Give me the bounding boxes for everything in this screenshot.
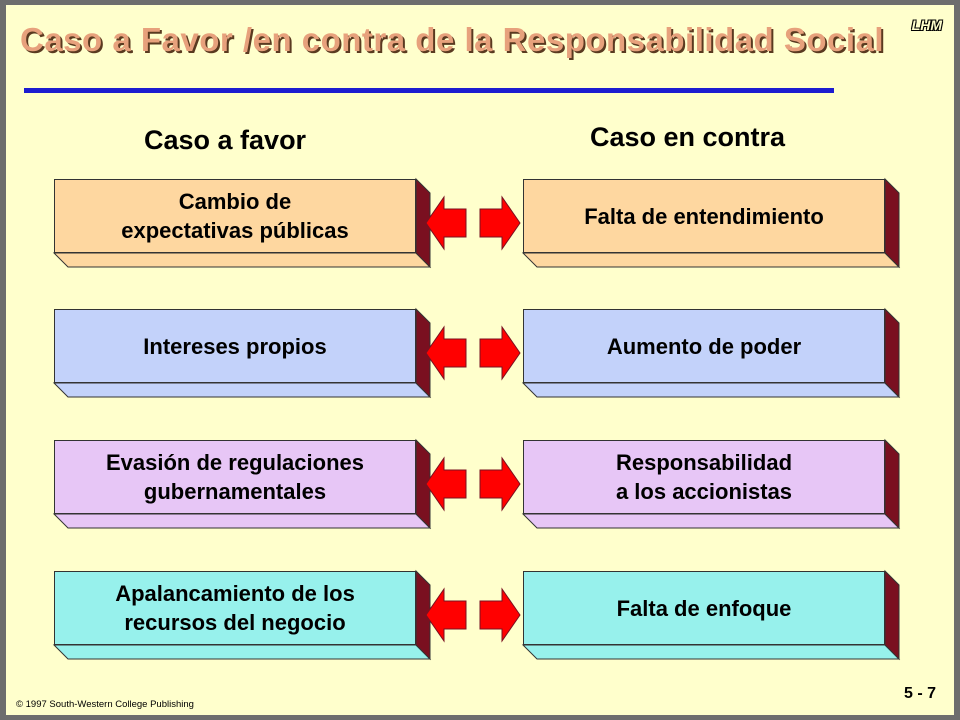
contra-box-3: Responsabilidad a los accionistas <box>521 438 901 530</box>
favor-box-1-side-right <box>415 177 431 269</box>
contra-box-4-side-right <box>884 569 900 661</box>
column-heading-contra: Caso en contra <box>590 122 786 152</box>
arrow-left-icon-1 <box>425 195 467 251</box>
favor-box-1-label: Cambio de expectativas públicas <box>54 179 416 253</box>
contra-box-1-side-bottom <box>521 252 901 268</box>
slide: Caso a Favor /en contra de la Responsabi… <box>6 5 954 715</box>
favor-box-4-side-bottom <box>52 644 432 660</box>
favor-box-3: Evasión de regulaciones gubernamentales <box>52 438 432 530</box>
favor-box-3-side-bottom <box>52 513 432 529</box>
favor-box-2-side-right <box>415 307 431 399</box>
favor-box-4-depth <box>52 569 432 661</box>
favor-box-2-side-bottom <box>52 382 432 398</box>
favor-box-2-depth <box>52 307 432 399</box>
contra-box-2-depth <box>521 307 901 399</box>
favor-box-3-side-right <box>415 438 431 530</box>
arrow-right-icon-4 <box>479 587 521 643</box>
favor-box-1: Cambio de expectativas públicas <box>52 177 432 269</box>
arrow-left-icon-4 <box>425 587 467 643</box>
contra-box-1-depth <box>521 177 901 269</box>
copyright-notice: © 1997 South-Western College Publishing <box>16 699 194 710</box>
favor-box-4-label: Apalancamiento de los recursos del negoc… <box>54 571 416 645</box>
contra-box-2-label: Aumento de poder <box>523 309 885 383</box>
contra-box-4: Falta de enfoque <box>521 569 901 661</box>
contra-box-4-label: Falta de enfoque <box>523 571 885 645</box>
favor-box-1-side-bottom <box>52 252 432 268</box>
favor-box-1-depth <box>52 177 432 269</box>
contra-box-1-side-right <box>884 177 900 269</box>
contra-box-1: Falta de entendimiento <box>521 177 901 269</box>
favor-box-3-label: Evasión de regulaciones gubernamentales <box>54 440 416 514</box>
contra-box-3-side-bottom <box>521 513 901 529</box>
contra-box-3-side-right <box>884 438 900 530</box>
contra-box-1-label: Falta de entendimiento <box>523 179 885 253</box>
column-heading-favor: Caso a favor <box>144 125 307 155</box>
arrow-right-icon-1 <box>479 195 521 251</box>
contra-box-4-side-bottom <box>521 644 901 660</box>
title-underline <box>24 88 834 93</box>
favor-box-4-side-right <box>415 569 431 661</box>
arrow-right-icon-3 <box>479 456 521 512</box>
arrow-left-icon-2 <box>425 325 467 381</box>
favor-box-3-depth <box>52 438 432 530</box>
page-number: 5 - 7 <box>903 685 936 702</box>
favor-box-2: Intereses propios <box>52 307 432 399</box>
contra-box-3-label: Responsabilidad a los accionistas <box>523 440 885 514</box>
arrow-right-icon-2 <box>479 325 521 381</box>
contra-box-3-depth <box>521 438 901 530</box>
favor-box-2-label: Intereses propios <box>54 309 416 383</box>
contra-box-2: Aumento de poder <box>521 307 901 399</box>
contra-box-2-side-right <box>884 307 900 399</box>
slide-title: Caso a Favor /en contra de la Responsabi… <box>20 21 885 58</box>
logo-lhm: LHM <box>911 17 942 33</box>
contra-box-4-depth <box>521 569 901 661</box>
arrow-left-icon-3 <box>425 456 467 512</box>
contra-box-2-side-bottom <box>521 382 901 398</box>
favor-box-4: Apalancamiento de los recursos del negoc… <box>52 569 432 661</box>
